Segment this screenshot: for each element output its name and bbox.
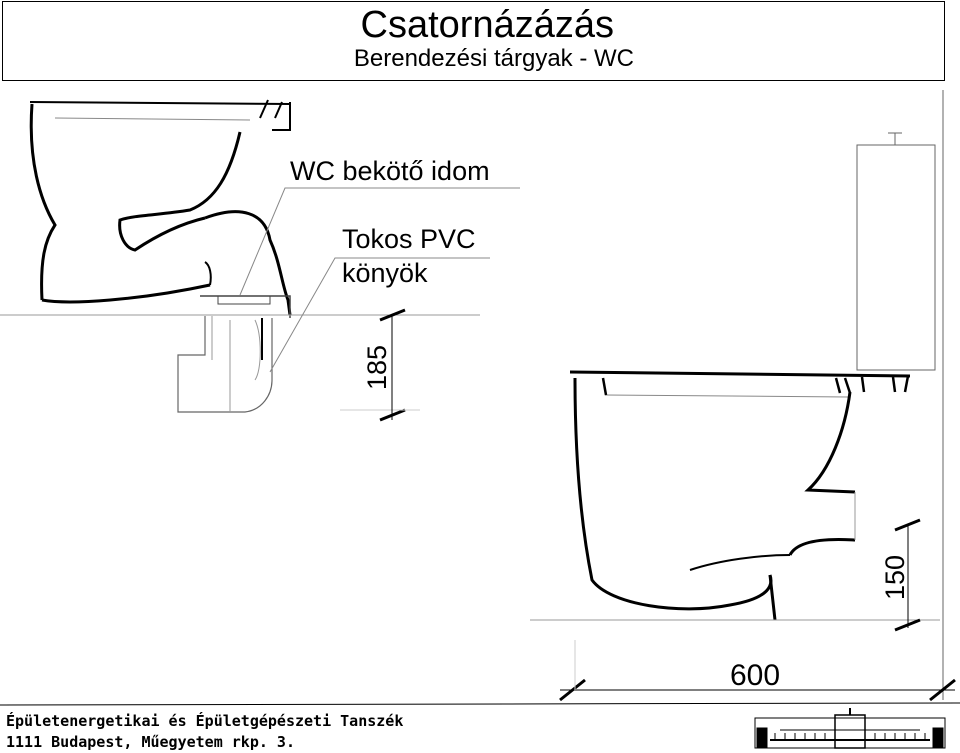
dimension-150-label: 150 bbox=[880, 555, 910, 600]
footer-divider bbox=[0, 702, 960, 706]
university-building-logo bbox=[754, 708, 946, 749]
left-wc-drawing bbox=[0, 99, 520, 422]
page-subtitle: Berendezési tárgyak - WC bbox=[353, 45, 634, 72]
title-box: Csatornázázás Berendezési tárgyak - WC bbox=[2, 1, 945, 81]
footer-department: Épületenergetikai és Épületgépészeti Tan… bbox=[6, 712, 404, 730]
footer-address: 1111 Budapest, Műegyetem rkp. 3. bbox=[6, 733, 295, 751]
elbow-label-line2: könyök bbox=[342, 258, 428, 288]
elbow-label-line1: Tokos PVC bbox=[342, 224, 476, 254]
page-title: Csatornázázás bbox=[360, 4, 614, 46]
wc-connector-label: WC bekötő idom bbox=[290, 156, 490, 186]
right-wc-drawing bbox=[530, 132, 956, 702]
dimension-600-label: 600 bbox=[730, 659, 780, 692]
dimension-185-label: 185 bbox=[362, 345, 392, 390]
